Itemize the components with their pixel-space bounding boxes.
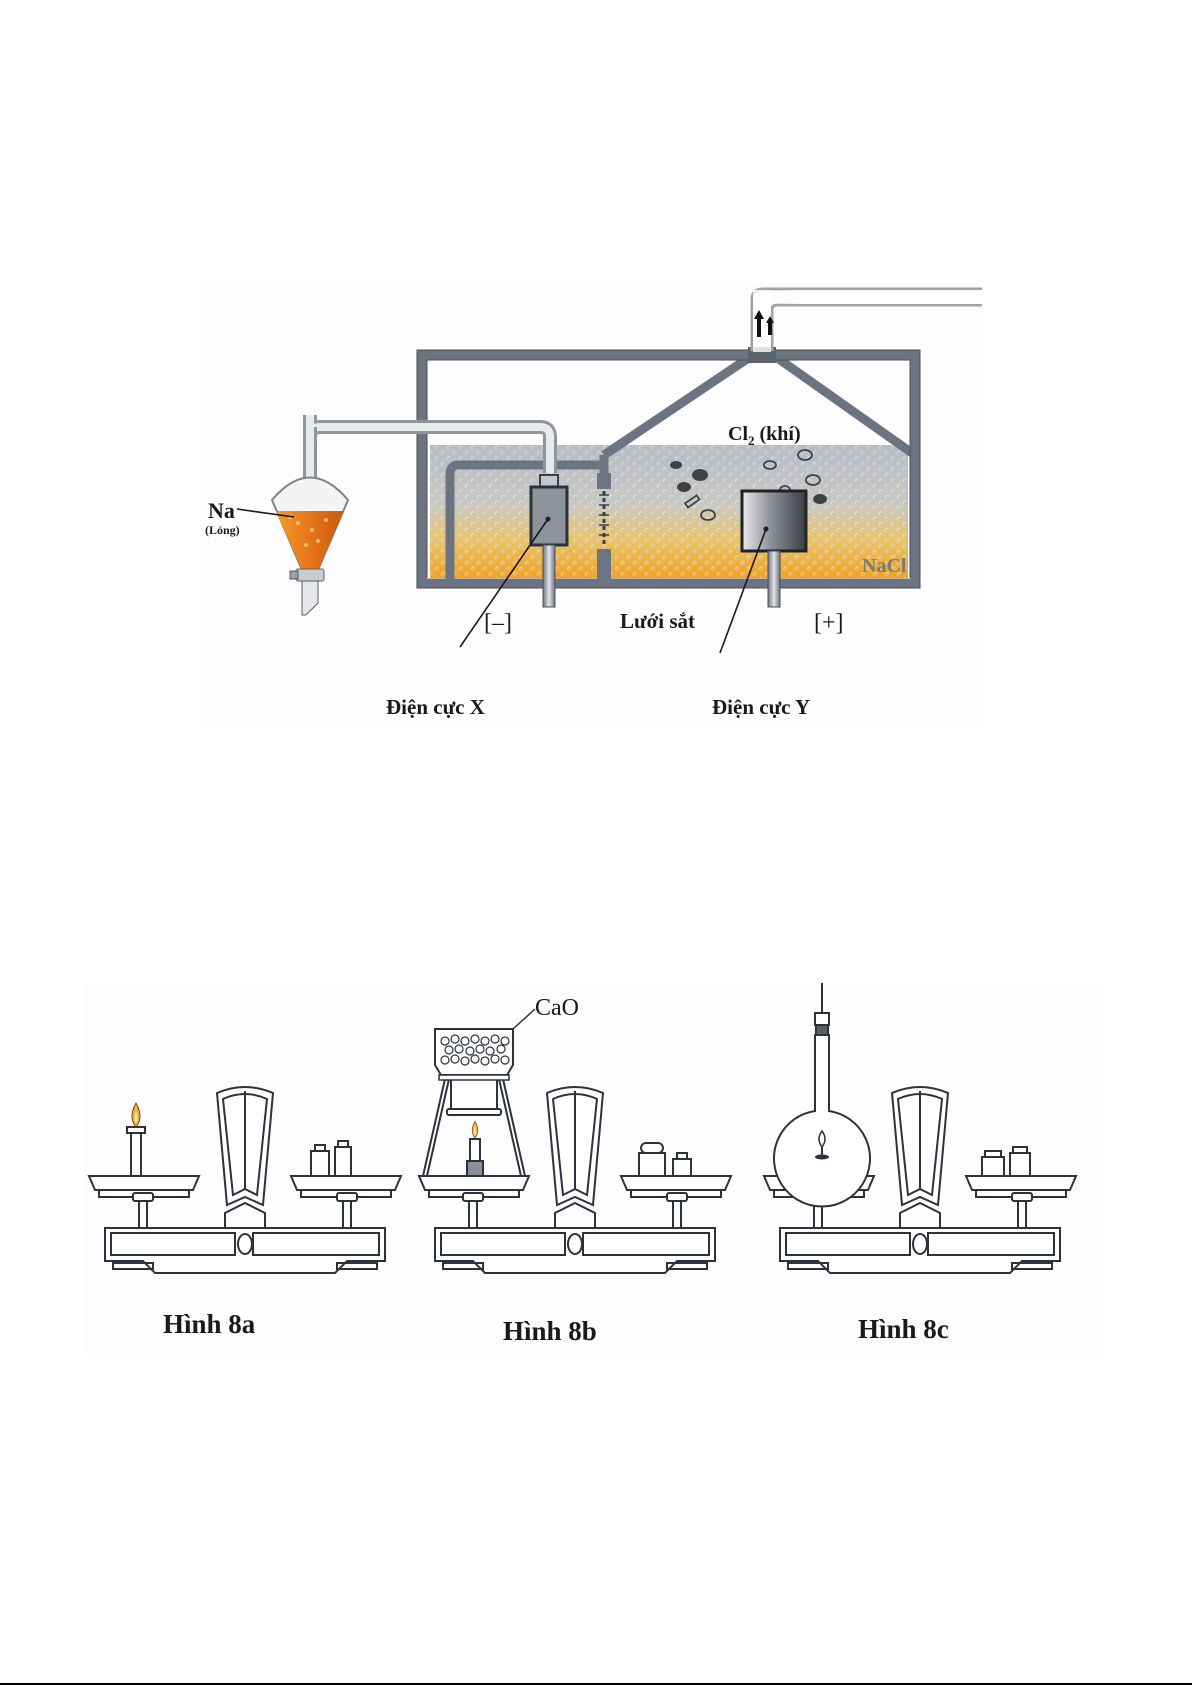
cathode-sign-label: [–] [484, 610, 512, 636]
balance-experiments-figure: Hình 8a CaO [85, 983, 1105, 1358]
iron-mesh-label: Lưới sắt [620, 609, 695, 633]
weights-icon [311, 1141, 351, 1176]
na-label: Na [208, 498, 235, 523]
caption-8b: Hình 8b [503, 1316, 597, 1346]
anode-sign-label: [+] [814, 610, 844, 636]
cao-label: CaO [535, 995, 579, 1021]
caption-8a: Hình 8a [163, 1309, 256, 1339]
panel-8b: CaO Hình 8b [419, 995, 731, 1346]
weights-icon [982, 1147, 1030, 1176]
caption-8c: Hình 8c [858, 1314, 949, 1344]
na-state-label: (Lỏng) [205, 523, 240, 537]
anode-electrode-y [742, 491, 806, 607]
panel-8a: Hình 8a [89, 1087, 401, 1339]
electrolysis-diagram: Na (Lỏng) Cl2(khí) NaCl [–] Lưới sắt [+]… [200, 285, 982, 730]
cao-leader-line [513, 1009, 535, 1029]
panel-8c: Hình 8c [764, 983, 1076, 1344]
candle-icon [467, 1121, 483, 1176]
cao-container [435, 1029, 513, 1080]
balance-diagram: Hình 8a CaO [85, 983, 1105, 1358]
candle-icon [127, 1103, 145, 1176]
electrolysis-figure: Na (Lỏng) Cl2(khí) NaCl [–] Lưới sắt [+]… [200, 285, 982, 730]
electrode-y-label: Điện cực Y [712, 695, 810, 719]
weights-icon [639, 1143, 691, 1176]
sodium-collector-funnel [272, 478, 348, 616]
cl2-label: Cl2(khí) [728, 423, 801, 448]
electrode-x-label: Điện cực X [386, 695, 485, 719]
round-flask-icon [774, 983, 870, 1206]
nacl-label: NaCl [862, 555, 907, 577]
